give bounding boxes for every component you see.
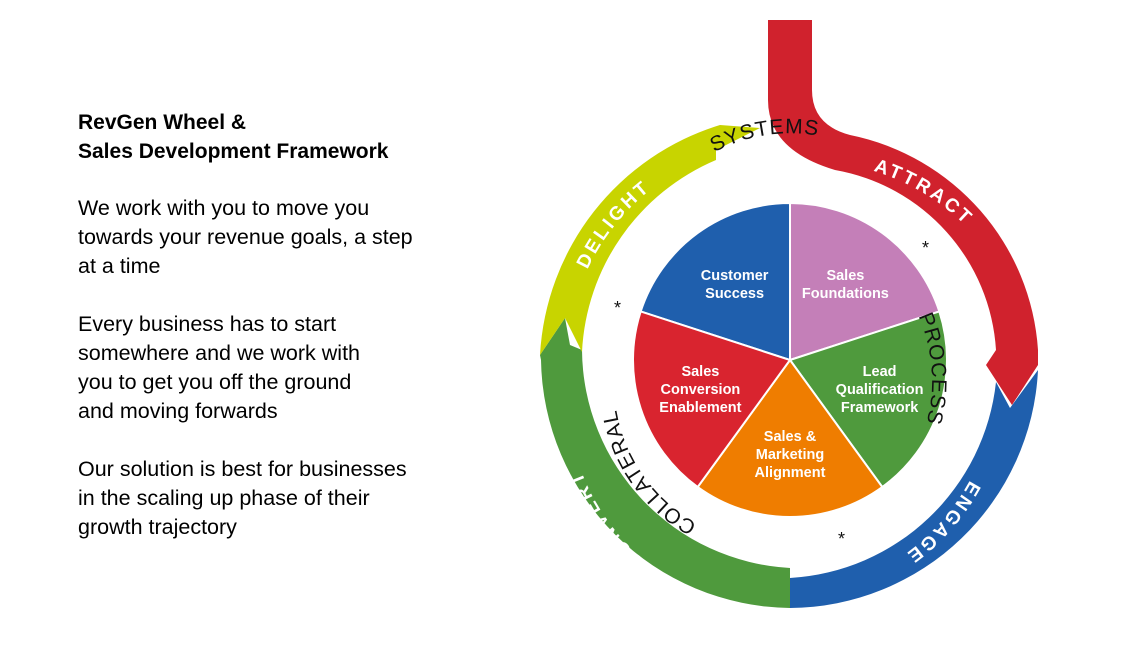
segment-label-line: Sales <box>826 268 864 284</box>
segment-label-line: Sales <box>681 364 719 380</box>
attract-arrow <box>768 20 1038 405</box>
segment-label-line: Sales & <box>764 429 817 445</box>
segment-sales-conversion <box>632 310 792 489</box>
segment-label-line: Enablement <box>659 400 741 416</box>
segment-label-line: Marketing <box>756 447 825 463</box>
segment-label-line: Framework <box>841 400 919 416</box>
heading-line-2: Sales Development Framework <box>78 140 389 163</box>
asterisk-attract: * <box>922 238 929 258</box>
segment-label-line: Lead <box>863 364 897 380</box>
convert-arrow <box>540 318 790 608</box>
segment-sales-marketing <box>696 358 884 518</box>
segment-label-line: Customer <box>701 268 769 284</box>
delight-arrow <box>540 125 760 355</box>
asterisk-delight: * <box>614 298 621 318</box>
heading-line-1: RevGen Wheel & <box>78 111 247 134</box>
segment-lead-qualification <box>788 310 948 489</box>
segment-label-line: Success <box>705 286 764 302</box>
segment-sales-foundations <box>789 201 941 362</box>
segment-label-line: Conversion <box>661 382 741 398</box>
segment-label-line: Qualification <box>836 382 924 398</box>
segment-customer-success <box>639 201 791 362</box>
intro-paragraph-2: Every business has to start somewhere an… <box>78 312 361 423</box>
intro-paragraph-3: Our solution is best for businesses in t… <box>78 457 407 539</box>
segment-label-line: Foundations <box>802 286 889 302</box>
intro-panel: RevGen Wheel & Sales Development Framewo… <box>78 108 478 571</box>
intro-heading: RevGen Wheel & Sales Development Framewo… <box>78 108 478 166</box>
segment-label-line: Alignment <box>755 465 826 481</box>
intro-paragraph-1: We work with you to move you towards you… <box>78 196 413 278</box>
asterisk-engage: * <box>838 529 845 549</box>
